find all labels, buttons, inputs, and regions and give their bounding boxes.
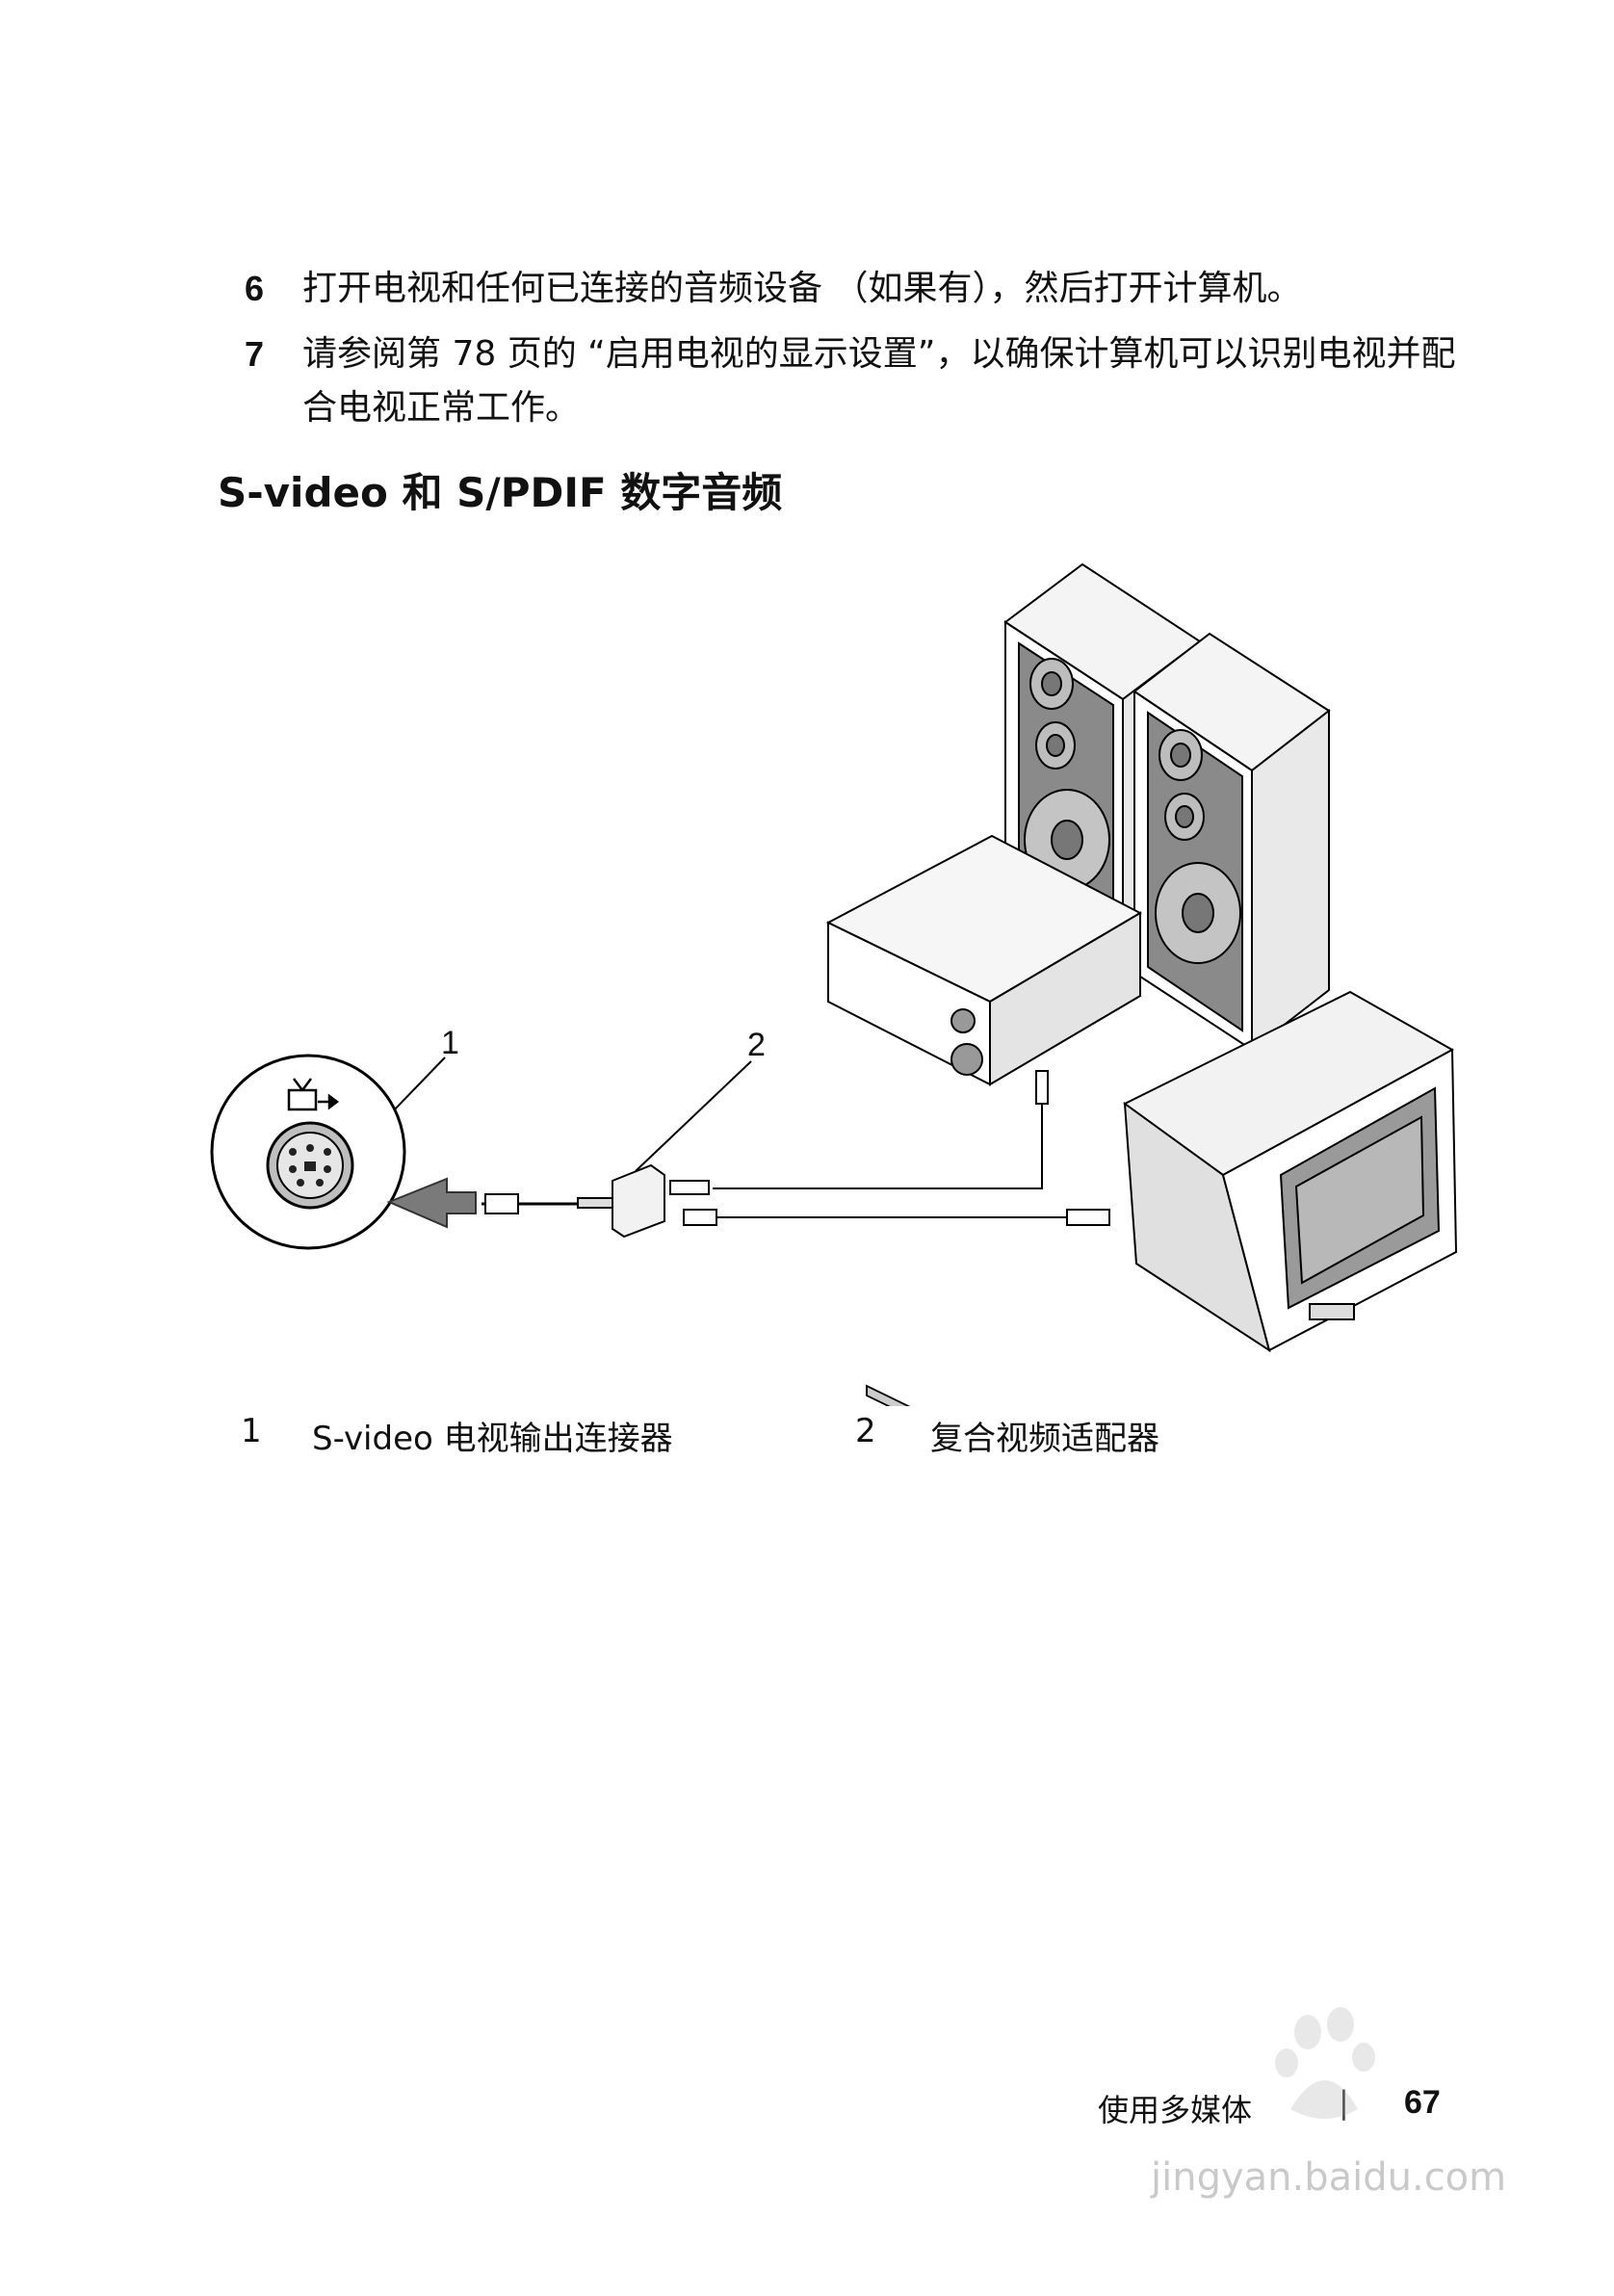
tv-icon bbox=[1123, 990, 1458, 1353]
receiver-icon bbox=[825, 834, 1143, 1406]
adapter-icon bbox=[482, 1163, 717, 1239]
footer-separator: | bbox=[1339, 2084, 1349, 2121]
step-text: 打开电视和任何已连接的音频设备 （如果有），然后打开计算机。 bbox=[302, 269, 1302, 308]
step-number: 7 bbox=[245, 334, 265, 374]
step-text: 请参阅第 78 页的 “启用电视的显示设置”，以确保计算机可以识别电视并配合电视… bbox=[302, 334, 1456, 428]
footer-section: 使用多媒体 bbox=[1098, 2092, 1253, 2128]
video-cable bbox=[716, 1209, 1110, 1226]
page-number: 67 bbox=[1404, 2084, 1441, 2121]
callout-1: 1 bbox=[441, 1025, 459, 1061]
arrow-icon bbox=[386, 1177, 477, 1229]
s-video-connector-icon bbox=[266, 1121, 354, 1210]
watermark-text: jingyan.baidu.com bbox=[1151, 2155, 1507, 2200]
section-heading: S-video 和 S/PDIF 数字音频 bbox=[218, 469, 783, 516]
legend-number: 2 bbox=[855, 1412, 876, 1450]
callout-2: 2 bbox=[747, 1027, 766, 1063]
legend-number: 1 bbox=[241, 1412, 262, 1450]
audio-cable bbox=[713, 1070, 1049, 1189]
s-video-port-inset bbox=[210, 1054, 406, 1250]
legend-label: 复合视频适配器 bbox=[930, 1420, 1159, 1458]
baidu-watermark-logo bbox=[1275, 2007, 1375, 2119]
step-number: 6 bbox=[245, 269, 265, 308]
tv-out-icon bbox=[287, 1078, 340, 1111]
connection-diagram bbox=[210, 562, 1458, 1406]
legend-label: S-video 电视输出连接器 bbox=[312, 1420, 673, 1458]
speaker-icon bbox=[1132, 632, 1331, 1053]
